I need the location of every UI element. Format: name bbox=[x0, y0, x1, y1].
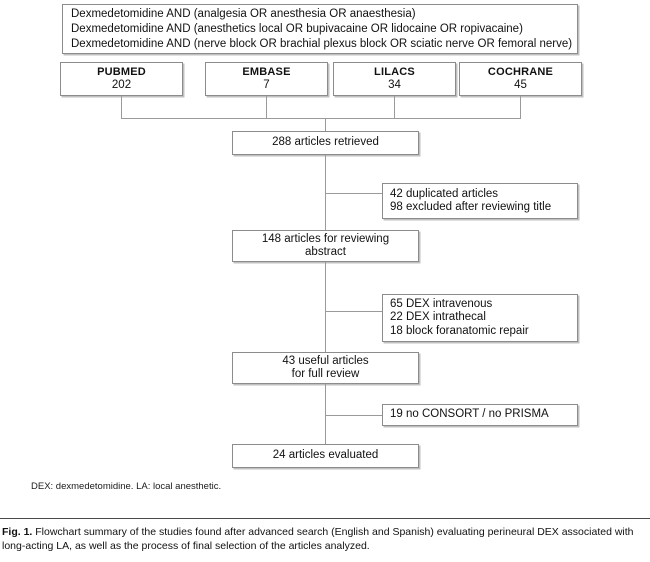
exclusion-box-dex-routes: 65 DEX intravenous 22 DEX intrathecal 18… bbox=[382, 294, 578, 342]
figure-caption-text: Flowchart summary of the studies found a… bbox=[2, 526, 634, 552]
step-box-articles-evaluated: 24 articles evaluated bbox=[232, 444, 419, 468]
database-count: 45 bbox=[514, 79, 527, 91]
database-box-cochrane: COCHRANE 45 bbox=[459, 62, 582, 96]
figure-caption-label: Fig. 1. bbox=[2, 526, 33, 538]
abbreviations-footnote: DEX: dexmedetomidine. LA: local anesthet… bbox=[31, 481, 222, 492]
search-term-line: Dexmedetomidine AND (anesthetics local O… bbox=[71, 22, 523, 35]
connector-pubmed-drop bbox=[121, 96, 122, 119]
exclusion-line: 42 duplicated articles bbox=[390, 187, 499, 200]
exclusion-line: 18 block foranatomic repair bbox=[390, 324, 529, 337]
connector-lilacs-drop bbox=[394, 96, 395, 119]
connector-bus-to-retrieved bbox=[325, 118, 326, 132]
step-line: 43 useful articles bbox=[282, 354, 369, 367]
connector-embase-drop bbox=[266, 96, 267, 119]
exclusion-line: 22 DEX intrathecal bbox=[390, 311, 486, 324]
search-terms-box: Dexmedetomidine AND (analgesia OR anesth… bbox=[62, 4, 578, 54]
exclusion-line: 65 DEX intravenous bbox=[390, 297, 493, 310]
step-box-useful-articles: 43 useful articles for full review bbox=[232, 352, 419, 384]
exclusion-line: 19 no CONSORT / no PRISMA bbox=[390, 408, 549, 421]
exclusion-box-no-consort-prisma: 19 no CONSORT / no PRISMA bbox=[382, 404, 578, 426]
step-box-reviewing-abstract: 148 articles for reviewing abstract bbox=[232, 230, 419, 262]
connector-branch-exclusion-1 bbox=[325, 193, 383, 194]
database-box-lilacs: LILACS 34 bbox=[333, 62, 456, 96]
database-name: COCHRANE bbox=[487, 65, 554, 78]
database-box-embase: EMBASE 7 bbox=[205, 62, 328, 96]
connector-trunk-fullreview-evaluated bbox=[325, 384, 326, 445]
search-term-line: Dexmedetomidine AND (nerve block OR brac… bbox=[71, 37, 573, 50]
search-term-line: Dexmedetomidine AND (analgesia OR anesth… bbox=[71, 7, 416, 20]
step-line: 148 articles for reviewing bbox=[261, 232, 390, 245]
connector-branch-exclusion-3 bbox=[325, 415, 383, 416]
connector-cochrane-drop bbox=[520, 96, 521, 119]
figure-caption: Fig. 1. Flowchart summary of the studies… bbox=[2, 525, 648, 553]
connector-branch-exclusion-2 bbox=[325, 311, 383, 312]
exclusion-line: 98 excluded after reviewing title bbox=[390, 201, 552, 213]
connector-database-bus bbox=[121, 118, 521, 119]
step-box-articles-retrieved: 288 articles retrieved bbox=[232, 131, 419, 155]
database-box-pubmed: PUBMED 202 bbox=[60, 62, 183, 96]
database-name: EMBASE bbox=[242, 65, 291, 78]
step-line: 288 articles retrieved bbox=[272, 136, 379, 149]
connector-trunk-abstract-fullreview bbox=[325, 262, 326, 353]
database-count: 7 bbox=[263, 79, 270, 91]
step-line: for full review bbox=[291, 368, 360, 380]
database-count: 34 bbox=[388, 79, 401, 91]
exclusion-box-duplicates-title: 42 duplicated articles 98 excluded after… bbox=[382, 183, 578, 219]
step-line: abstract bbox=[305, 246, 346, 258]
database-count: 202 bbox=[111, 79, 132, 91]
database-name: LILACS bbox=[374, 65, 415, 78]
database-name: PUBMED bbox=[97, 65, 146, 78]
caption-divider bbox=[0, 518, 650, 519]
step-line: 24 articles evaluated bbox=[272, 449, 379, 462]
